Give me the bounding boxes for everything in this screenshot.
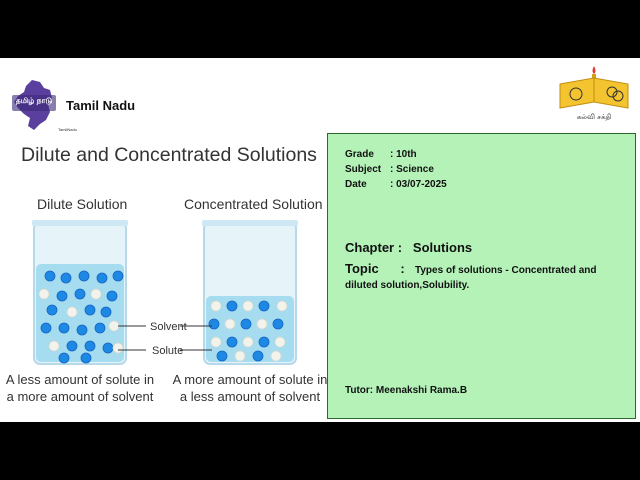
- dilute-beaker-rim: [32, 220, 128, 226]
- dilute-solvent-particle: [84, 340, 96, 352]
- grade-label: Grade: [345, 149, 374, 160]
- tutor-name: Tutor: Meenakshi Rama.B: [345, 385, 468, 396]
- dilute-solvent-particle: [78, 270, 90, 282]
- dilute-solvent-particle: [106, 290, 118, 302]
- concentrated-solute-particle: [276, 300, 288, 312]
- subject-row: Subject : Science: [345, 164, 434, 175]
- tn-logo-text-1: தமிழ் நாடு: [16, 96, 53, 106]
- concentrated-solvent-particle: [216, 350, 228, 362]
- dilute-beaker: [32, 220, 128, 365]
- concentrated-caption-line-2: a less amount of solvent: [180, 389, 321, 404]
- concentrated-solute-particle: [270, 350, 282, 362]
- dilute-solvent-particle: [46, 304, 58, 316]
- concentrated-caption-line-1: A more amount of solute in: [173, 372, 328, 387]
- concentrated-solvent-particle: [208, 318, 220, 330]
- dilute-solvent-particle: [96, 272, 108, 284]
- dilute-title: Dilute Solution: [37, 196, 128, 212]
- concentrated-solvent-particle: [258, 300, 270, 312]
- state-small-text: TamilNadu: [58, 127, 77, 132]
- dilute-solvent-particle: [56, 290, 68, 302]
- concentrated-solute-particle: [242, 300, 254, 312]
- concentrated-solvent-particle: [226, 300, 238, 312]
- concentrated-solute-particle: [210, 300, 222, 312]
- concentrated-solute-particle: [242, 336, 254, 348]
- date-value: : 03/07-2025: [390, 179, 447, 190]
- date-row: Date : 03/07-2025: [345, 179, 447, 190]
- dilute-caption-line-2: a more amount of solvent: [7, 389, 154, 404]
- solutions-diagram: Solvent Solute A less amount of solute i…: [6, 220, 328, 404]
- dilute-solute-particle: [112, 342, 124, 354]
- concentrated-particles: [208, 300, 288, 362]
- subject-label: Subject: [345, 164, 382, 175]
- concentrated-solute-particle: [274, 336, 286, 348]
- kalvi-logo-text: கல்வி சக்தி: [577, 113, 612, 121]
- illustration-title: Dilute and Concentrated Solutions: [21, 144, 317, 166]
- dilute-solvent-particle: [84, 304, 96, 316]
- dilute-solvent-particle: [40, 322, 52, 334]
- dilute-particles: [38, 270, 124, 364]
- concentrated-solvent-particle: [240, 318, 252, 330]
- solvent-label: Solvent: [150, 321, 187, 333]
- dilute-solvent-particle: [112, 270, 124, 282]
- concentrated-solute-particle: [210, 336, 222, 348]
- concentrated-solvent-particle: [226, 336, 238, 348]
- concentrated-solute-particle: [234, 350, 246, 362]
- concentrated-solvent-particle: [258, 336, 270, 348]
- date-label: Date: [345, 179, 367, 190]
- concentrated-solute-particle: [256, 318, 268, 330]
- concentrated-beaker-rim: [202, 220, 298, 226]
- chapter-heading: Chapter : Solutions: [345, 240, 473, 255]
- dilute-solvent-particle: [66, 340, 78, 352]
- topic-text: Types of solutions - Concentrated and di…: [345, 265, 597, 291]
- lesson-info-panel: Grade : 10th Subject : Science Date : 03/07…: [327, 133, 636, 419]
- slide: தமிழ் நாடு Tamil Nadu TamilNadu கல்வி சக…: [0, 58, 640, 422]
- grade-row: Grade : 10th: [345, 149, 417, 160]
- concentrated-solute-particle: [224, 318, 236, 330]
- dilute-solvent-particle: [94, 322, 106, 334]
- dilute-solute-particle: [108, 320, 120, 332]
- grade-value: : 10th: [390, 149, 417, 160]
- dilute-solvent-particle: [102, 342, 114, 354]
- solute-label: Solute: [152, 345, 183, 357]
- dilute-caption-line-1: A less amount of solute in: [6, 372, 154, 387]
- dilute-solute-particle: [66, 306, 78, 318]
- dilute-solvent-particle: [80, 352, 92, 364]
- dilute-liquid: [36, 264, 124, 362]
- dilute-solvent-particle: [44, 270, 56, 282]
- kalvi-sakthi-logo: கல்வி சக்தி: [559, 66, 629, 121]
- dilute-solute-particle: [90, 288, 102, 300]
- concentrated-solvent-particle: [272, 318, 284, 330]
- state-title: Tamil Nadu: [66, 98, 136, 113]
- topic-label: Topic :: [345, 261, 405, 276]
- dilute-solute-particle: [38, 288, 50, 300]
- dilute-solvent-particle: [76, 324, 88, 336]
- dilute-solvent-particle: [58, 352, 70, 364]
- dilute-solvent-particle: [60, 272, 72, 284]
- dilute-solvent-particle: [100, 306, 112, 318]
- concentrated-solvent-particle: [252, 350, 264, 362]
- dilute-solvent-particle: [58, 322, 70, 334]
- concentrated-title: Concentrated Solution: [184, 196, 323, 212]
- subject-value: : Science: [390, 164, 434, 175]
- dilute-solute-particle: [48, 340, 60, 352]
- tamil-nadu-map-logo: தமிழ் நாடு: [12, 80, 56, 130]
- concentrated-beaker: [202, 220, 298, 365]
- dilute-solvent-particle: [74, 288, 86, 300]
